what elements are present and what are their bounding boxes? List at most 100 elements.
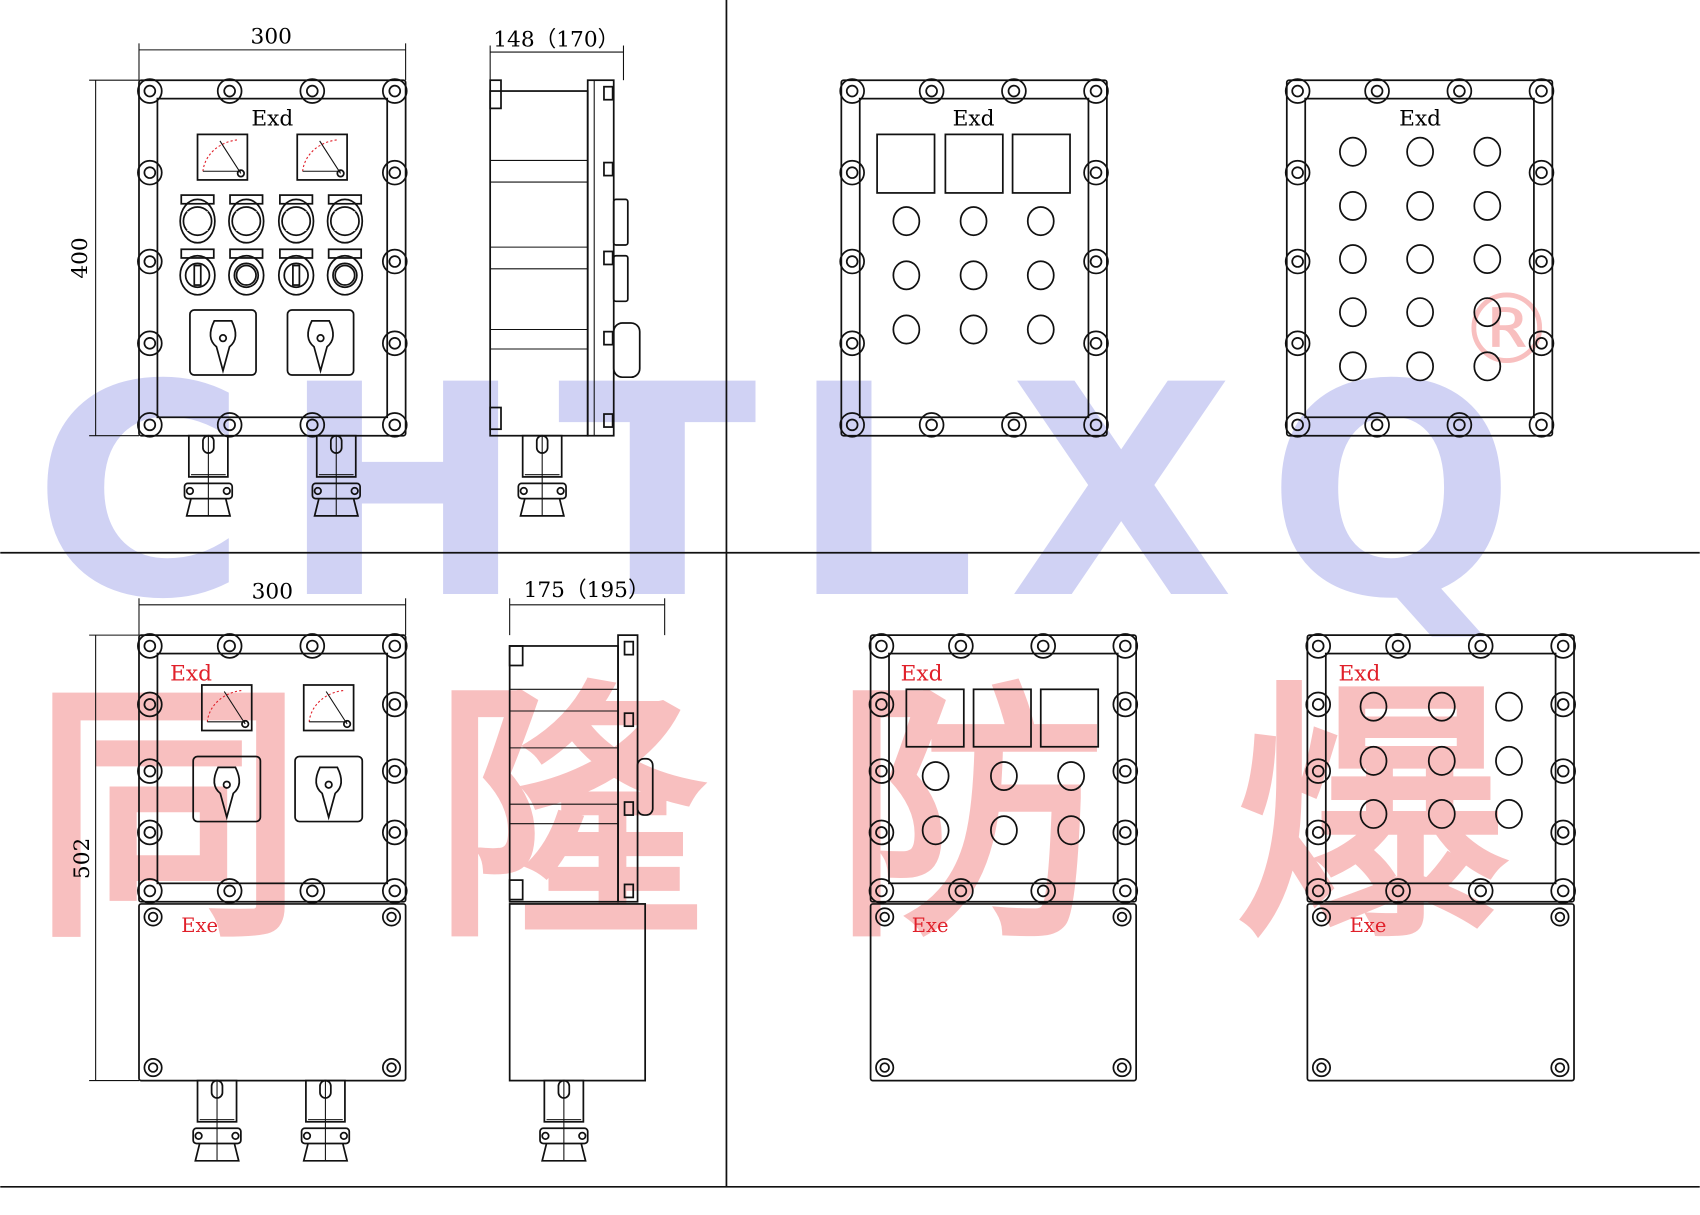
rotary-switch xyxy=(192,755,262,823)
bolt-lug xyxy=(1112,691,1139,718)
bolt-lug xyxy=(381,78,408,104)
bolt-hole-icon xyxy=(143,166,157,179)
bolt-hole-icon xyxy=(875,764,888,778)
button-label-plate xyxy=(279,248,314,259)
bolt-hole-icon xyxy=(1535,166,1548,179)
bolt-lug xyxy=(216,878,243,904)
knockout-hole xyxy=(1026,206,1055,237)
flange-bolt xyxy=(603,161,614,177)
screw-icon xyxy=(143,1058,163,1078)
bolt-hole-icon xyxy=(143,336,157,350)
bolt-hole-icon xyxy=(1007,418,1021,432)
ammeter-face xyxy=(302,684,355,732)
knockout-hole xyxy=(1339,297,1367,328)
bolt-lug xyxy=(137,878,163,904)
bolt-hole-icon xyxy=(1291,418,1304,432)
light-label-plate xyxy=(279,194,314,205)
bolt-lug xyxy=(868,633,895,659)
bolt-hole-icon xyxy=(306,639,319,653)
clamp-screw xyxy=(350,486,359,496)
bolt-lug xyxy=(1083,248,1109,275)
knockout-hole xyxy=(1427,691,1456,722)
clamp-screw xyxy=(231,1131,240,1140)
knockout-hole xyxy=(1057,815,1085,846)
bolt-hole-icon xyxy=(388,84,402,98)
clamp-screw xyxy=(578,1131,587,1140)
panel-exd-windows-6-holes xyxy=(868,633,1139,904)
button-label-plate xyxy=(180,248,215,259)
rotary-switch xyxy=(294,755,364,823)
light-lens xyxy=(235,211,258,231)
bolt-lug xyxy=(1112,878,1139,904)
ammeter-needle-icon xyxy=(219,140,242,174)
bolt-lug xyxy=(839,248,865,275)
bolt-hole-icon xyxy=(388,764,402,778)
knockout-hole xyxy=(1495,745,1523,776)
screw-head xyxy=(1316,911,1327,923)
inner-frame xyxy=(888,652,1119,885)
bolt-lug xyxy=(1001,78,1027,104)
knockout-hole xyxy=(1339,244,1367,274)
button-bezel xyxy=(277,254,315,296)
inner-frame xyxy=(858,97,1090,419)
bolt-hole-icon xyxy=(1089,418,1103,432)
bolt-hole-icon xyxy=(1311,826,1325,839)
bolt-lug xyxy=(1550,691,1576,718)
screw-icon xyxy=(1550,907,1570,927)
exd-label: Exd xyxy=(901,662,943,687)
bolt-hole-icon xyxy=(143,639,157,653)
light-lens xyxy=(186,211,209,231)
flange-bolt xyxy=(603,330,614,346)
bolt-lug xyxy=(1305,878,1332,904)
push-button-icon xyxy=(235,264,257,286)
bolt-lug xyxy=(868,878,895,904)
ammeter-face xyxy=(196,133,249,181)
side-switch-profile xyxy=(636,757,654,816)
bolt-hole-icon xyxy=(1119,639,1132,653)
indicator-light xyxy=(179,194,216,244)
switch-plate xyxy=(286,309,355,376)
bolt-hole-icon xyxy=(1291,166,1304,179)
bolt-lug xyxy=(216,633,243,659)
needle-pivot xyxy=(342,719,352,729)
bolt-lug xyxy=(1305,691,1332,718)
button-label-plate xyxy=(229,248,264,259)
bolt-hole-icon xyxy=(143,418,157,432)
screw-icon xyxy=(875,1058,895,1078)
clamp-screw xyxy=(222,486,231,496)
bolt-hole-icon xyxy=(1535,418,1548,432)
bolt-lug xyxy=(381,633,408,659)
button-ring xyxy=(233,262,260,289)
sheet-dividers xyxy=(0,0,1700,1188)
knockout-hole xyxy=(1406,190,1434,221)
bolt-hole-icon xyxy=(1089,255,1103,268)
clamp-screw xyxy=(302,1131,312,1140)
bolt-hole-icon xyxy=(845,255,859,268)
screw-head xyxy=(1116,1062,1128,1073)
bolt-hole-icon xyxy=(1556,764,1570,778)
knockout-hole xyxy=(1057,761,1085,791)
ammeter-face xyxy=(296,133,348,181)
bolt-hole-icon xyxy=(306,884,319,898)
bolt-hole-icon xyxy=(1535,255,1548,268)
bolt-hole-icon xyxy=(1089,166,1103,179)
push-button xyxy=(179,248,216,296)
display-window xyxy=(972,688,1032,748)
bolt-hole-icon xyxy=(875,698,888,711)
screw-icon xyxy=(1112,1058,1132,1078)
labels: 300 400 148（170） Exd Exd Exd 300 502 175… xyxy=(68,24,1441,937)
bolt-hole-icon xyxy=(1391,639,1405,653)
button-ring xyxy=(332,262,358,289)
side-dimension-bottom: 175（195） xyxy=(524,578,650,603)
light-bezel xyxy=(228,198,265,244)
bolt-hole-icon xyxy=(306,418,319,432)
knockout-hole xyxy=(990,761,1018,791)
bolt-hole-icon xyxy=(388,826,402,839)
screw-head xyxy=(879,1062,890,1073)
bolt-lug xyxy=(1467,878,1494,904)
width-dimension-top: 300 xyxy=(251,24,292,49)
bolt-lug xyxy=(1550,758,1576,784)
bolt-hole-icon xyxy=(1453,84,1466,98)
bolt-hole-icon xyxy=(1089,336,1103,350)
knockout-hole xyxy=(1427,799,1456,829)
